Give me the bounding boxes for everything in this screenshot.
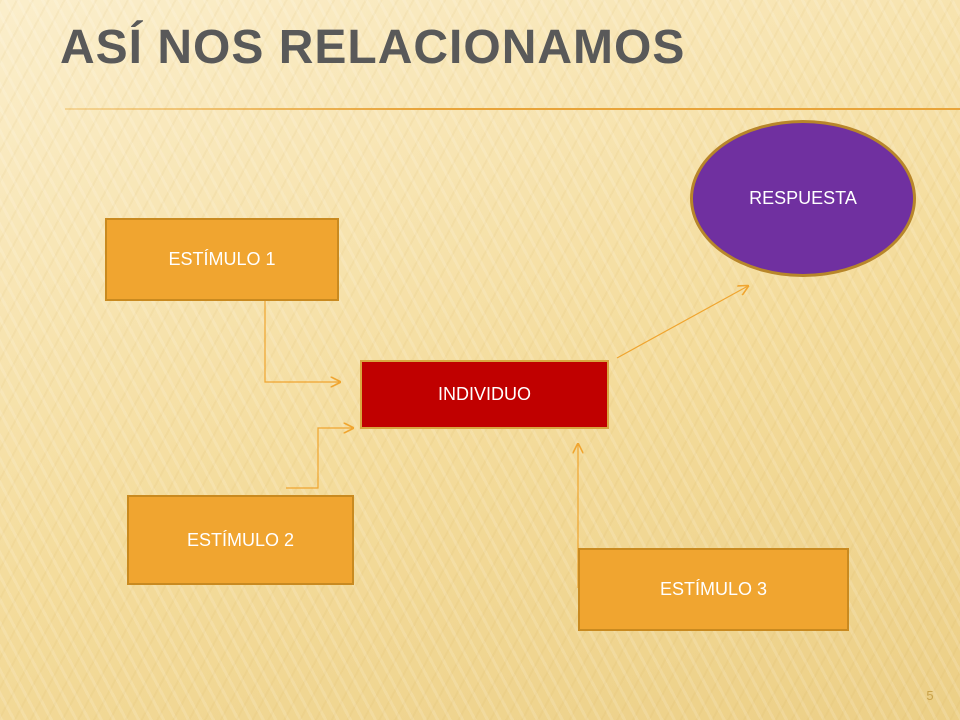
stimulus-2-box[interactable]: ESTÍMULO 2 <box>127 495 354 585</box>
response-ellipse[interactable]: RESPUESTA <box>690 120 916 277</box>
stimulus-3-box[interactable]: ESTÍMULO 3 <box>578 548 849 631</box>
individual-box[interactable]: INDIVIDUO <box>360 360 609 429</box>
individual-label: INDIVIDUO <box>437 384 531 404</box>
page-number: 5 <box>926 688 934 703</box>
stimulus-3-label: ESTÍMULO 3 <box>659 579 768 599</box>
response-label: RESPUESTA <box>749 188 857 208</box>
stimulus-1-box[interactable]: ESTÍMULO 1 <box>105 218 339 301</box>
slide-title: ASÍ NOS RELACIONAMOS <box>60 21 686 74</box>
connector-estimulo1-to-individuo <box>264 300 340 382</box>
stimulus-1-label: ESTÍMULO 1 <box>168 249 276 269</box>
stimulus-2-label: ESTÍMULO 2 <box>186 529 295 550</box>
connector-estimulo2-to-individuo <box>286 428 353 489</box>
title-underline <box>65 108 960 110</box>
connector-individuo-to-respuesta <box>616 286 748 359</box>
